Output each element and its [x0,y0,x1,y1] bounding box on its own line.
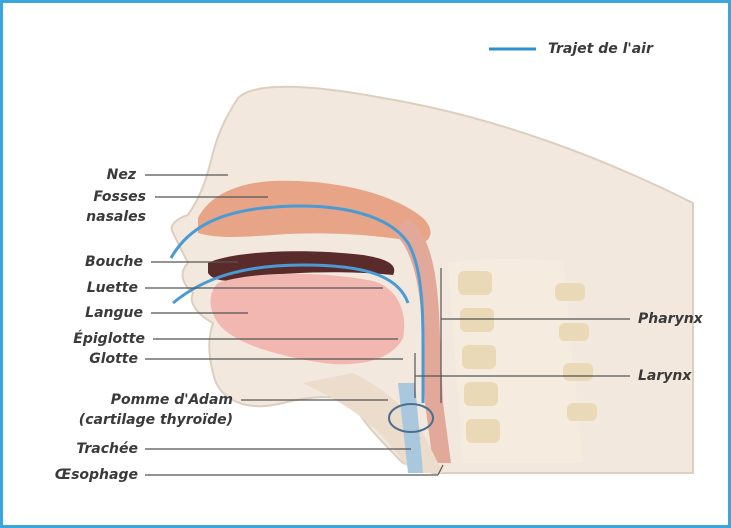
label-fosses-1: Fosses [66,189,146,205]
label-bouche: Bouche [43,254,143,270]
label-epiglotte: Épiglotte [33,331,145,347]
label-oesophage: Œsophage [23,467,138,483]
label-nez: Nez [86,167,136,183]
label-fosses-2: nasales [66,209,146,225]
label-langue: Langue [43,305,143,321]
label-pharynx: Pharynx [638,311,703,327]
label-glotte: Glotte [43,351,138,367]
label-trachee: Trachée [33,441,138,457]
legend-label: Trajet de l'air [548,41,653,57]
label-luette: Luette [43,280,138,296]
label-cartilage-thyroide: (cartilage thyroïde) [18,412,233,428]
label-pomme-adam: Pomme d'Adam [48,392,233,408]
label-larynx: Larynx [638,368,691,384]
